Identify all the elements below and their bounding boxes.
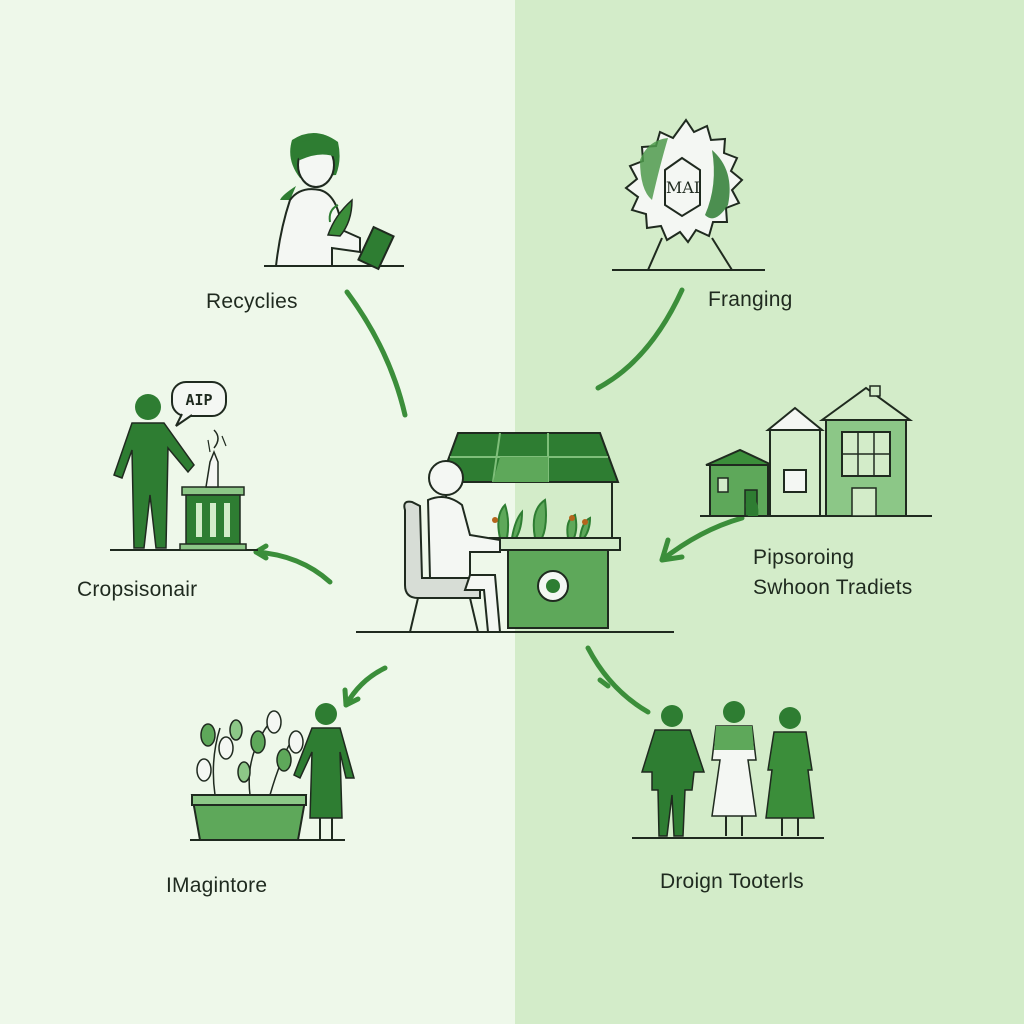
buildings-icon bbox=[700, 385, 932, 517]
speaker-podium-icon: AIP bbox=[110, 381, 258, 551]
speech-bubble-text: AIP bbox=[185, 391, 212, 409]
badge-text: MAI bbox=[666, 178, 700, 197]
planter-person-icon bbox=[190, 703, 355, 841]
greenhouse-workstation-icon bbox=[356, 432, 674, 633]
label-programs-line1: Pipsoroing bbox=[753, 546, 855, 569]
connector-arrows bbox=[253, 287, 745, 715]
label-imagine: IMagintore bbox=[166, 874, 268, 897]
arrow-community-dot bbox=[597, 677, 611, 689]
arrow-community bbox=[585, 645, 651, 715]
arrow-imagine-head bbox=[342, 687, 361, 708]
arrow-programs-head bbox=[659, 537, 685, 563]
label-crops: Cropsisonair bbox=[77, 578, 198, 601]
arrow-imagine bbox=[343, 665, 388, 708]
arrow-crops bbox=[253, 549, 333, 585]
arrow-recycling bbox=[344, 289, 408, 418]
badge-seal-icon: MAI bbox=[612, 118, 765, 271]
label-programs-line2: Swhoon Tradiets bbox=[753, 576, 913, 599]
arrow-programs bbox=[659, 515, 745, 563]
person-with-plant-icon bbox=[264, 132, 404, 271]
label-community: Droign Tooterls bbox=[660, 870, 804, 893]
arrow-framing bbox=[595, 287, 685, 391]
label-framing: Franging bbox=[708, 288, 793, 311]
people-group-icon bbox=[632, 701, 824, 839]
label-recycling: Recyclies bbox=[206, 290, 298, 313]
